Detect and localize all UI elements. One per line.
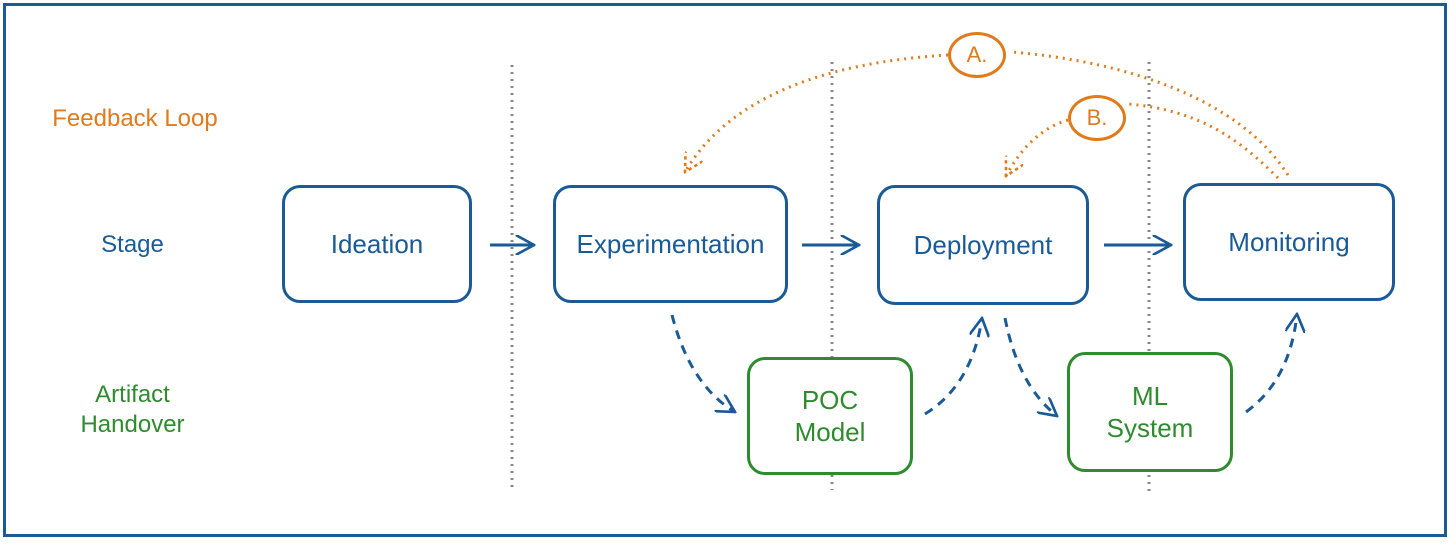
feedback-badge-a: A. [948,32,1006,78]
artifact-ml-line1: ML [1131,381,1169,411]
artifact-poc-model: POC Model [747,357,913,475]
stage-label: Stage [101,231,164,258]
stage-monitoring: Monitoring [1183,183,1395,301]
feedback-loop-b [1006,102,1280,178]
stage-ideation: Ideation [282,185,472,303]
feedback-loop-a [685,50,1290,175]
artifact-ml-line2: System [1106,413,1194,443]
artifact-ml-system: ML System [1067,352,1233,472]
arrow-experimentation-to-poc [670,314,735,412]
stage-experimentation: Experimentation [553,185,788,303]
artifact-handover-label: Artifact Handover [50,380,215,440]
stage-deployment: Deployment [877,185,1089,305]
arrow-deployment-to-ml-system [1003,317,1057,416]
feedback-badge-b: B. [1068,95,1126,141]
artifact-poc-line1: POC [801,385,859,415]
artifact-label-line1: Artifact [95,381,170,408]
feedback-loop-label: Feedback Loop [52,105,218,132]
artifact-label-line2: Handover [80,411,185,438]
artifact-poc-line2: Model [794,417,866,447]
arrow-poc-to-deployment [924,318,982,416]
arrow-ml-system-to-monitoring [1245,314,1297,414]
